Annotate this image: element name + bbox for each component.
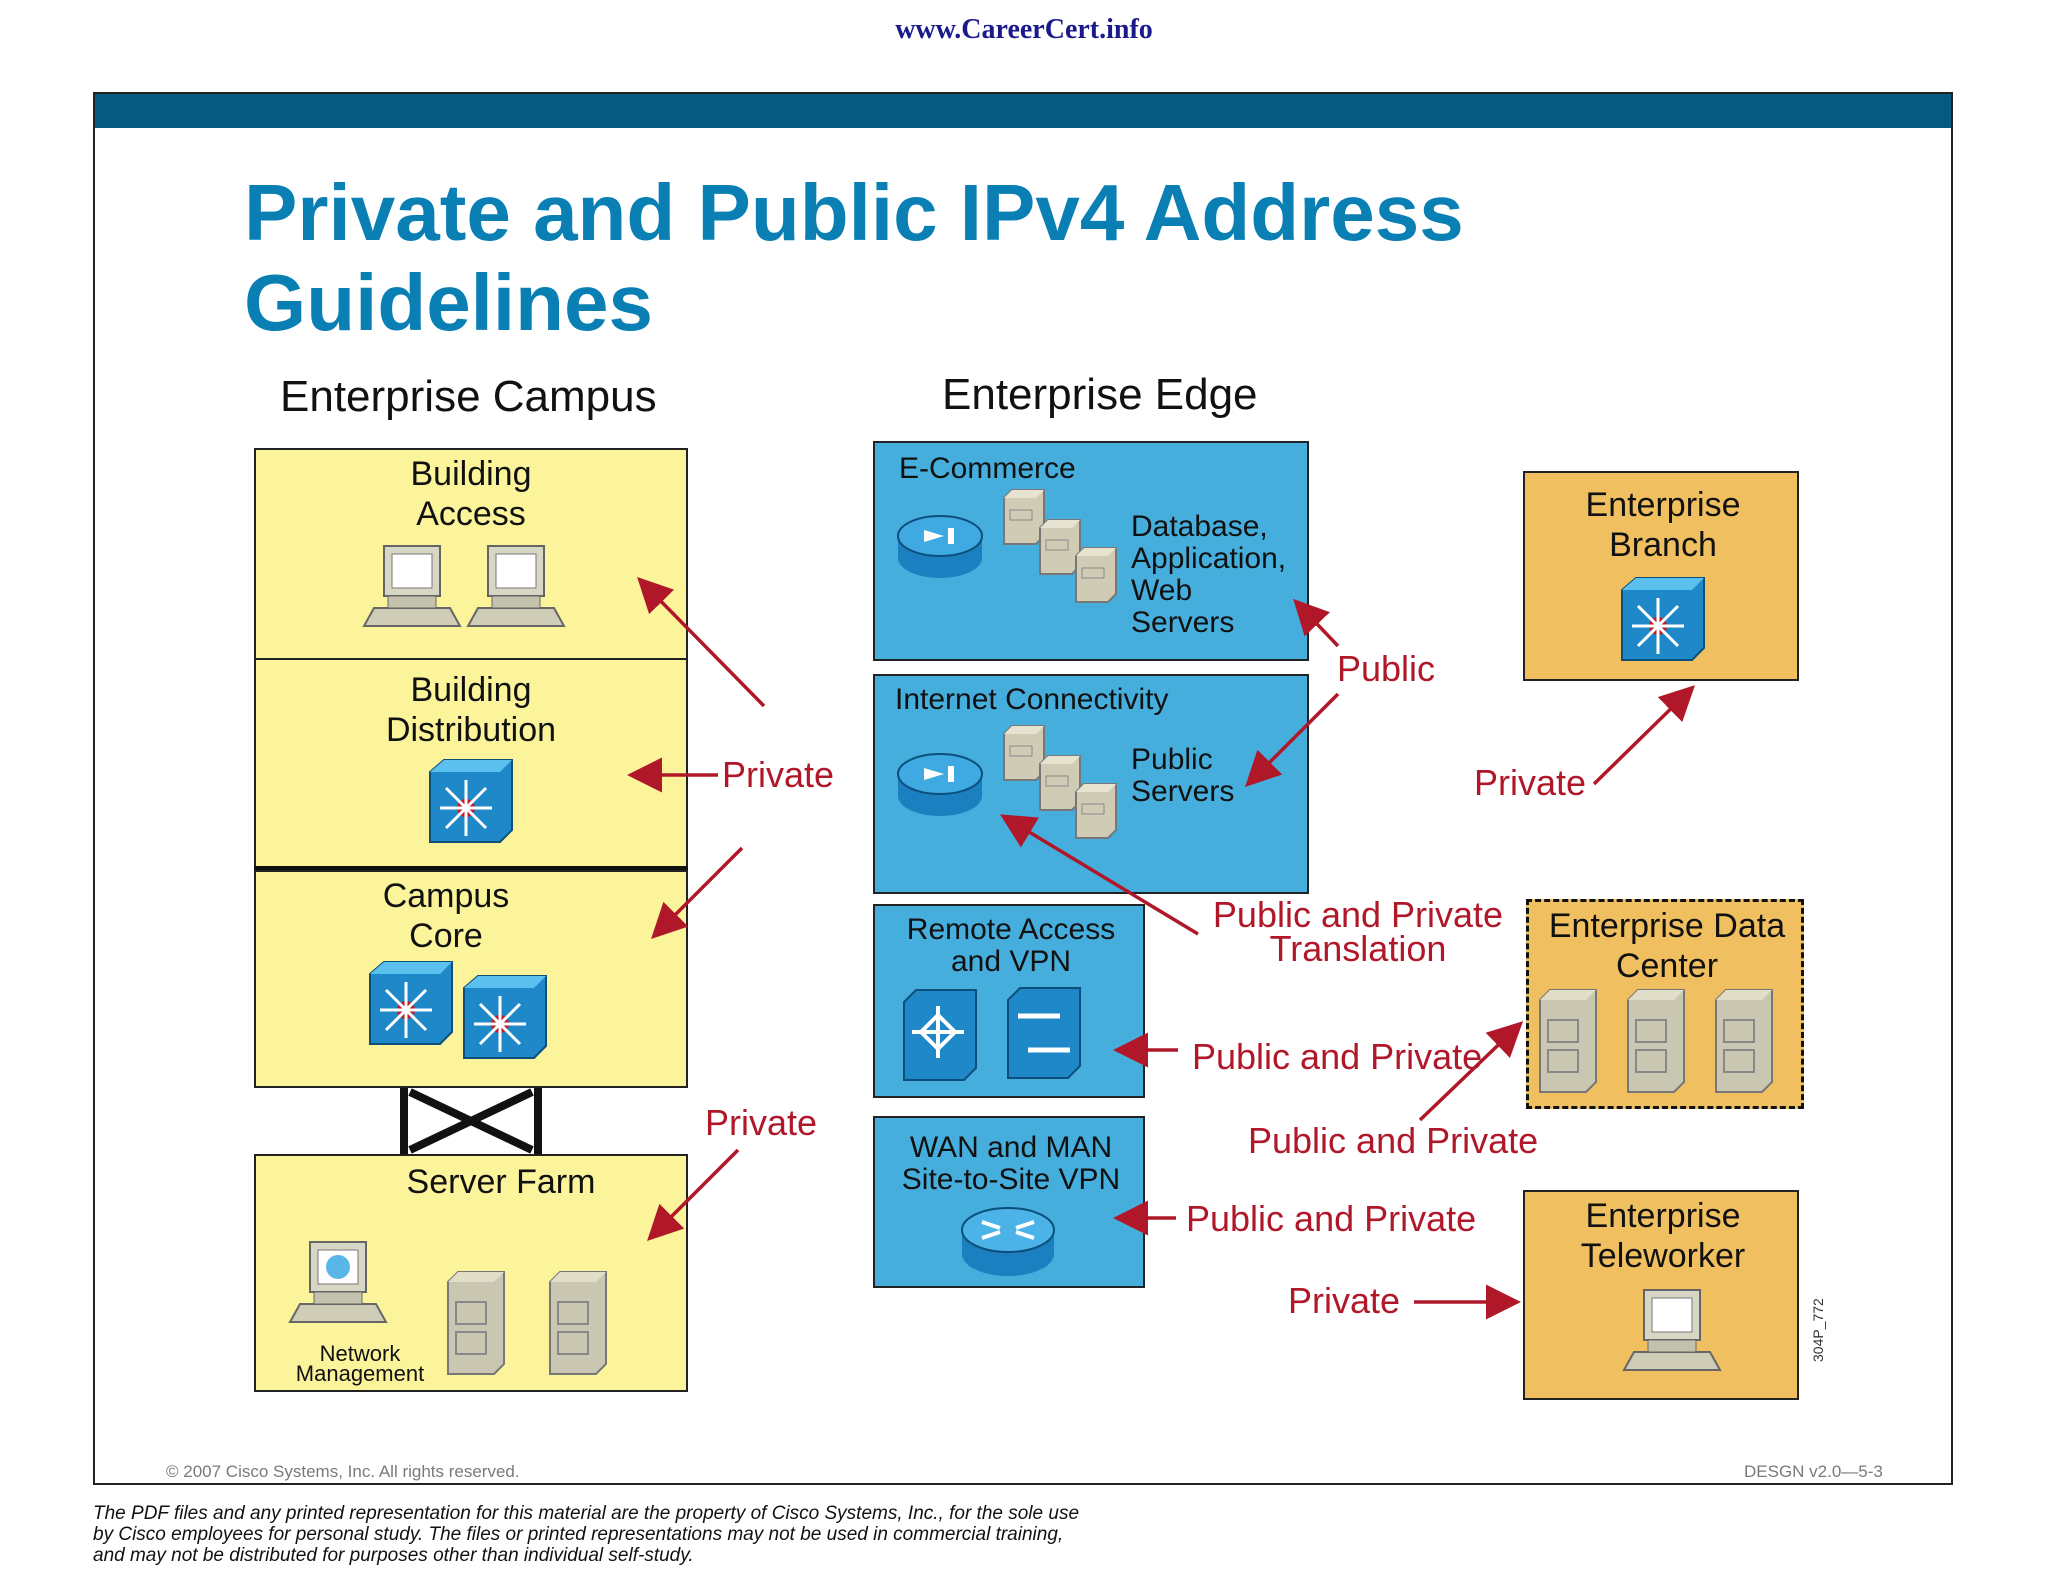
address-arrows xyxy=(627,577,1696,1320)
section-enterprise-campus: Enterprise Campus xyxy=(280,372,657,421)
vpn-concentrator-icon xyxy=(903,989,977,1081)
building-access-label: Building Access xyxy=(410,455,532,533)
teleworker-pc-icon xyxy=(1623,1289,1721,1371)
server-farm-server-icon xyxy=(549,1271,607,1375)
internet-connectivity-label: Internet Connectivity xyxy=(895,683,1169,716)
ecommerce-servers-label: Database, Application, Web Servers xyxy=(1131,510,1287,639)
branch-switch-icon xyxy=(1620,576,1706,662)
wan-man-label: WAN and MAN Site-to-Site VPN xyxy=(901,1131,1121,1196)
data-center-address-label: Public and Private xyxy=(1248,1120,1539,1161)
core-switch-icon xyxy=(368,960,454,1046)
building-distribution-label: Building Distribution xyxy=(385,671,557,749)
remote-access-label: Remote Access and VPN xyxy=(906,913,1116,978)
internet-firewall-icon xyxy=(897,753,983,817)
server-farm-label: Server Farm xyxy=(406,1163,596,1201)
network-management-pc-icon xyxy=(289,1241,387,1323)
ecommerce-server-icon xyxy=(1039,519,1081,575)
cloud-icon xyxy=(326,1255,350,1279)
campus-core-label: Campus Core xyxy=(382,877,510,955)
enterprise-teleworker-label: Enterprise Teleworker xyxy=(1580,1197,1746,1275)
building-access-pc-icon xyxy=(467,545,565,627)
site-url[interactable]: www.CareerCert.info xyxy=(895,14,1153,45)
public-server-icon xyxy=(1075,783,1117,839)
distribution-switch-icon xyxy=(428,758,514,844)
ecommerce-server-icon xyxy=(1003,489,1045,545)
public-server-icon xyxy=(1039,755,1081,811)
section-enterprise-edge: Enterprise Edge xyxy=(942,370,1258,419)
enterprise-data-center-label: Enterprise Data Center xyxy=(1548,907,1786,985)
edge-public-label: Public xyxy=(1337,648,1436,689)
server-farm-private-label: Private xyxy=(705,1102,818,1143)
branch-private-label: Private xyxy=(1474,762,1587,803)
server-farm-server-icon xyxy=(447,1271,505,1375)
ecommerce-label: E-Commerce xyxy=(899,452,1076,485)
campus-divider xyxy=(254,866,688,870)
ecommerce-server-icon xyxy=(1075,547,1117,603)
slide-title: Private and Public IPv4 Address Guidelin… xyxy=(244,168,1464,347)
figure-id: 304P_772 xyxy=(1810,1298,1826,1362)
teleworker-private-label: Private xyxy=(1288,1280,1401,1321)
copyright-text: © 2007 Cisco Systems, Inc. All rights re… xyxy=(166,1462,520,1481)
data-center-server-icon xyxy=(1715,989,1773,1093)
ecommerce-firewall-icon xyxy=(897,515,983,579)
slide-top-bar xyxy=(95,94,1951,128)
wan-router-icon xyxy=(960,1206,1056,1278)
enterprise-teleworker-box: Enterprise Teleworker xyxy=(1523,1190,1799,1400)
disclaimer-text: The PDF files and any printed representa… xyxy=(93,1503,1080,1566)
campus-private-label: Private xyxy=(722,754,835,795)
data-center-server-icon xyxy=(1539,989,1597,1093)
course-code: DESGN v2.0—5-3 xyxy=(1744,1462,1883,1481)
network-management-label: Network Management xyxy=(295,1341,425,1386)
core-switch-icon xyxy=(462,974,548,1060)
public-server-icon xyxy=(1003,725,1045,781)
public-servers-label: Public Servers xyxy=(1131,743,1235,808)
data-center-server-icon xyxy=(1627,989,1685,1093)
translation-label: Public and Private Translation xyxy=(1212,894,1504,969)
enterprise-branch-label: Enterprise Branch xyxy=(1585,486,1741,564)
building-access-pc-icon xyxy=(363,545,461,627)
core-server-farm-links xyxy=(400,1088,542,1154)
remote-access-address-label: Public and Private xyxy=(1192,1036,1483,1077)
remote-access-switch-icon xyxy=(1007,987,1081,1079)
wan-address-label: Public and Private xyxy=(1186,1198,1477,1239)
